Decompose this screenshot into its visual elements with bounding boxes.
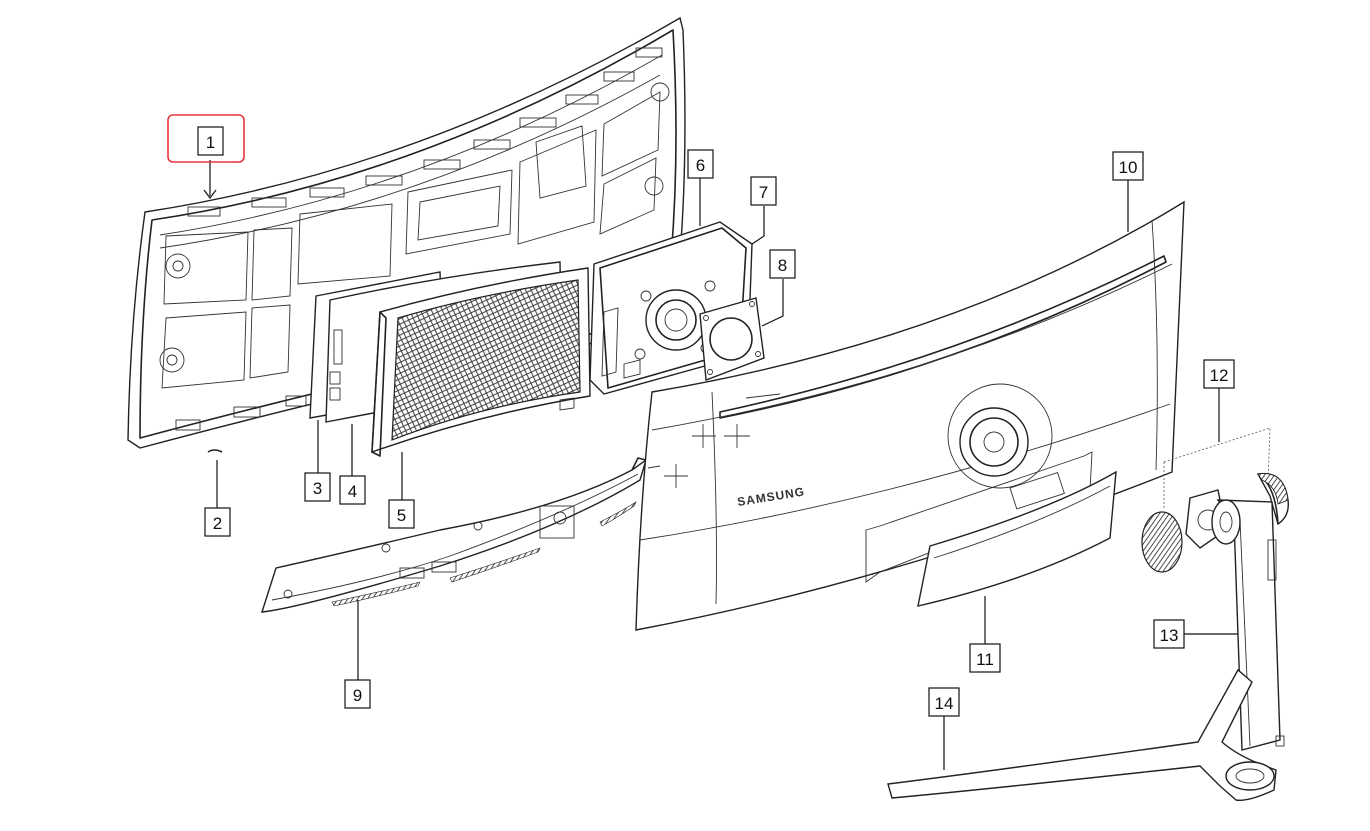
part-bottom-bezel (261, 457, 648, 613)
callout-6[interactable]: 6 (687, 149, 714, 179)
part-cable-cover (917, 470, 1117, 607)
selection-highlight (167, 114, 245, 163)
callout-label: 6 (696, 156, 705, 175)
callout-label: 11 (976, 650, 994, 669)
part-vesa-plate (699, 297, 765, 381)
callout-2[interactable]: 2 (204, 507, 231, 537)
callout-10[interactable]: 10 (1112, 151, 1144, 181)
callout-label: 9 (353, 686, 362, 705)
callout-label: 1 (206, 133, 215, 152)
callout-7[interactable]: 7 (750, 176, 777, 206)
callout-label: 13 (1160, 626, 1179, 645)
callout-label: 5 (397, 506, 406, 525)
callout-label: 10 (1119, 158, 1138, 177)
callout-label: 8 (778, 256, 787, 275)
callout-label: 3 (313, 479, 322, 498)
callout-label: 4 (348, 482, 357, 501)
callout-label: 7 (759, 183, 768, 202)
callout-label: 12 (1210, 366, 1229, 385)
part-hinge-assembly (1141, 427, 1289, 573)
callout-label: 2 (213, 514, 222, 533)
callout-4[interactable]: 4 (339, 475, 366, 505)
part-screw (207, 449, 223, 453)
part-stand-neck (1211, 499, 1285, 751)
callout-3[interactable]: 3 (304, 472, 331, 502)
callout-5[interactable]: 5 (388, 499, 415, 529)
callout-12[interactable]: 12 (1203, 359, 1235, 389)
callout-8[interactable]: 8 (769, 249, 796, 279)
callout-9[interactable]: 9 (344, 679, 371, 709)
callout-1[interactable]: 1 (167, 114, 245, 163)
part-mesh-shield (371, 267, 591, 457)
callout-label: 14 (935, 694, 954, 713)
part-rear-cover: SAMSUNG (635, 200, 1185, 631)
callout-leaders (203, 160, 1238, 770)
part-stand-base (887, 668, 1277, 801)
callout-11[interactable]: 11 (969, 643, 1001, 673)
callout-14[interactable]: 14 (928, 687, 960, 717)
callout-13[interactable]: 13 (1153, 619, 1185, 649)
